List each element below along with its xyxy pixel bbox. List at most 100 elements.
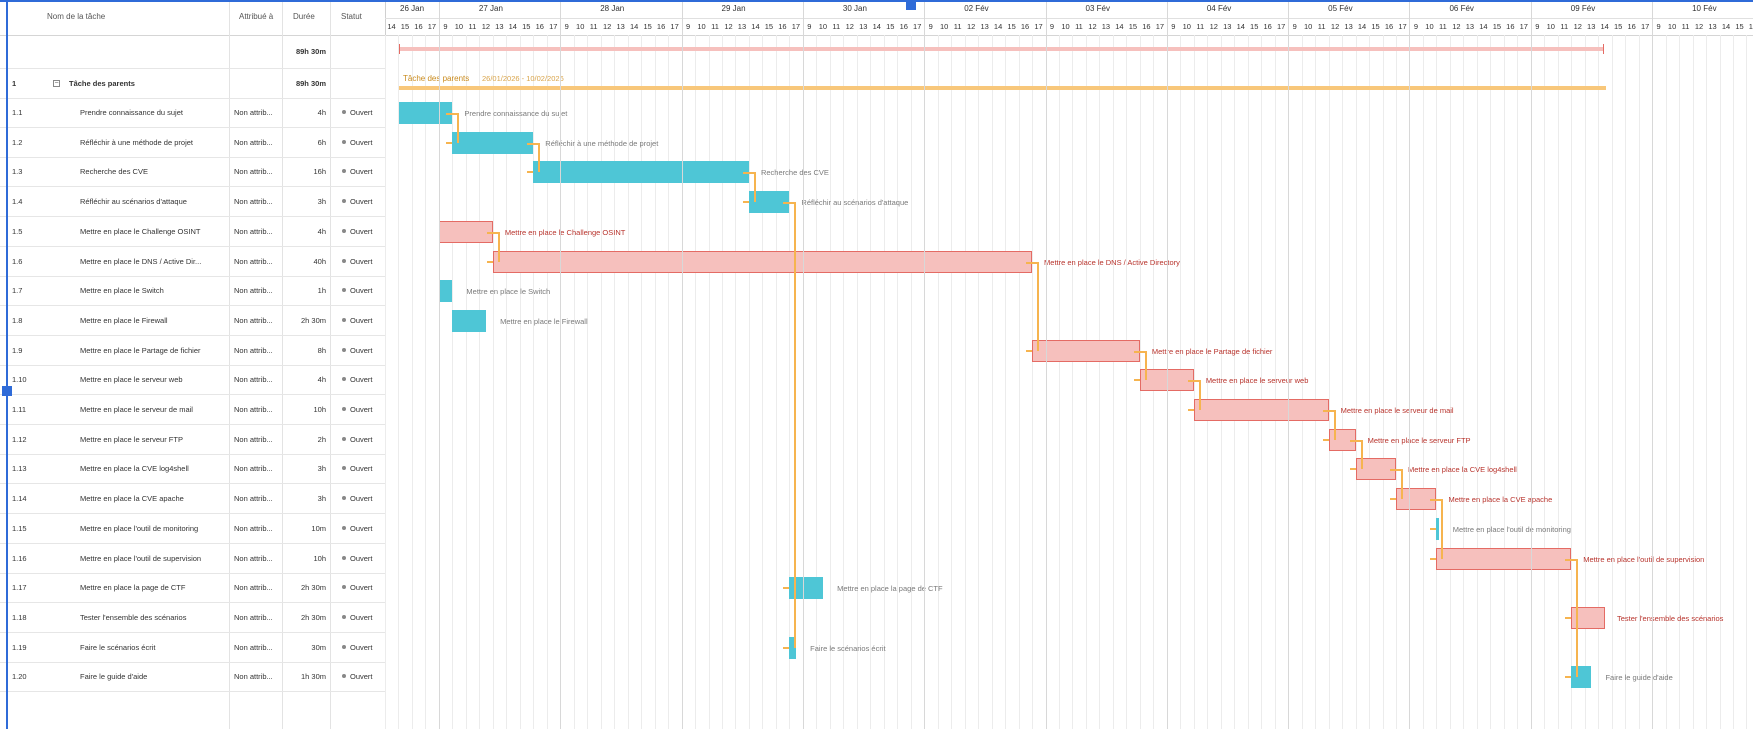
task-name[interactable]: Mettre en place l'outil de monitoring (80, 524, 199, 533)
task-duration[interactable]: 10h (313, 554, 326, 563)
task-assignee[interactable]: Non attrib... (234, 375, 273, 384)
task-name[interactable]: Mettre en place la CVE apache (80, 494, 184, 503)
gantt-bar[interactable] (1436, 548, 1572, 570)
gantt-bar[interactable] (748, 191, 790, 213)
task-duration[interactable]: 4h (317, 375, 326, 384)
header-task-name[interactable]: Nom de la tâche (47, 12, 106, 21)
task-duration[interactable]: 1h 30m (300, 672, 326, 681)
resize-handle[interactable] (906, 0, 916, 10)
task-status[interactable]: Ouvert (342, 306, 382, 335)
gantt-bar[interactable] (398, 102, 453, 124)
task-status[interactable]: Ouvert (342, 603, 382, 632)
collapse-icon[interactable]: − (53, 80, 60, 87)
task-assignee[interactable]: Non attrib... (234, 405, 273, 414)
resize-handle[interactable] (2, 386, 12, 396)
task-name[interactable]: Faire le scénarios écrit (80, 643, 156, 652)
header-assigned[interactable]: Attribué à (239, 12, 274, 21)
task-name[interactable]: Mettre en place l'outil de supervision (80, 554, 202, 563)
gantt-bar[interactable] (452, 132, 534, 154)
gantt-bar[interactable] (452, 310, 487, 332)
header-status[interactable]: Statut (341, 12, 362, 21)
task-duration[interactable]: 2h (317, 435, 326, 444)
task-status[interactable]: Ouvert (342, 187, 382, 216)
task-assignee[interactable]: Non attrib... (234, 108, 273, 117)
task-status[interactable]: Ouvert (342, 336, 382, 365)
task-status[interactable]: Ouvert (342, 217, 382, 246)
task-duration[interactable]: 40h (313, 257, 326, 266)
task-assignee[interactable]: Non attrib... (234, 316, 273, 325)
task-status[interactable]: Ouvert (342, 514, 382, 543)
task-assignee[interactable]: Non attrib... (234, 227, 273, 236)
task-duration[interactable]: 10m (311, 524, 326, 533)
task-status[interactable]: Ouvert (342, 276, 382, 305)
task-duration[interactable]: 6h (317, 138, 326, 147)
gantt-bar[interactable] (533, 161, 749, 183)
task-name[interactable]: Mettre en place le serveur FTP (80, 435, 183, 444)
task-name[interactable]: Mettre en place le Challenge OSINT (80, 227, 201, 236)
task-duration[interactable]: 3h (317, 197, 326, 206)
task-assignee[interactable]: Non attrib... (234, 138, 273, 147)
task-name[interactable]: Faire le guide d'aide (80, 672, 148, 681)
task-name[interactable]: Recherche des CVE (80, 167, 148, 176)
task-name[interactable]: Mettre en place le DNS / Active Dir... (80, 257, 202, 266)
task-status[interactable]: Ouvert (342, 633, 382, 662)
task-name[interactable]: Réfléchir au scénarios d'attaque (80, 197, 187, 206)
task-status[interactable]: Ouvert (342, 365, 382, 394)
task-status[interactable]: Ouvert (342, 128, 382, 157)
gantt-bar[interactable] (492, 251, 1033, 273)
gantt-bar[interactable] (1571, 607, 1605, 629)
task-name[interactable]: Tester l'ensemble des scénarios (80, 613, 187, 622)
task-duration[interactable]: 4h (317, 227, 326, 236)
gantt-bar[interactable] (789, 637, 797, 659)
task-status[interactable]: Ouvert (342, 662, 382, 691)
task-assignee[interactable]: Non attrib... (234, 435, 273, 444)
task-duration[interactable]: 10h (313, 405, 326, 414)
task-status[interactable]: Ouvert (342, 544, 382, 573)
task-status[interactable]: Ouvert (342, 98, 382, 127)
gantt-bar[interactable] (789, 577, 824, 599)
task-duration[interactable]: 8h (317, 346, 326, 355)
task-assignee[interactable]: Non attrib... (234, 554, 273, 563)
task-name[interactable]: Mettre en place le serveur de mail (80, 405, 193, 414)
task-name[interactable]: Mettre en place le serveur web (80, 375, 183, 384)
header-duration[interactable]: Durée (293, 12, 315, 21)
task-duration[interactable]: 2h 30m (300, 316, 326, 325)
task-status[interactable]: Ouvert (342, 395, 382, 424)
task-assignee[interactable]: Non attrib... (234, 494, 273, 503)
task-name[interactable]: Prendre connaissance du sujet (80, 108, 183, 117)
task-name[interactable]: Mettre en place le Switch (80, 286, 164, 295)
task-assignee[interactable]: Non attrib... (234, 672, 273, 681)
task-duration[interactable]: 1h (317, 286, 326, 295)
task-assignee[interactable]: Non attrib... (234, 167, 273, 176)
task-name[interactable]: Mettre en place la CVE log4shell (80, 464, 189, 473)
task-duration[interactable]: 30m (311, 643, 326, 652)
task-duration[interactable]: 3h (317, 464, 326, 473)
task-duration[interactable]: 4h (317, 108, 326, 117)
task-assignee[interactable]: Non attrib... (234, 197, 273, 206)
task-status[interactable]: Ouvert (342, 247, 382, 276)
task-status[interactable]: Ouvert (342, 573, 382, 602)
task-assignee[interactable]: Non attrib... (234, 524, 273, 533)
gantt-bar[interactable] (1193, 399, 1329, 421)
task-assignee[interactable]: Non attrib... (234, 286, 273, 295)
gantt-bar[interactable] (438, 280, 453, 302)
parent-summary-bar[interactable] (399, 86, 1606, 90)
task-name[interactable]: Mettre en place le Firewall (80, 316, 168, 325)
